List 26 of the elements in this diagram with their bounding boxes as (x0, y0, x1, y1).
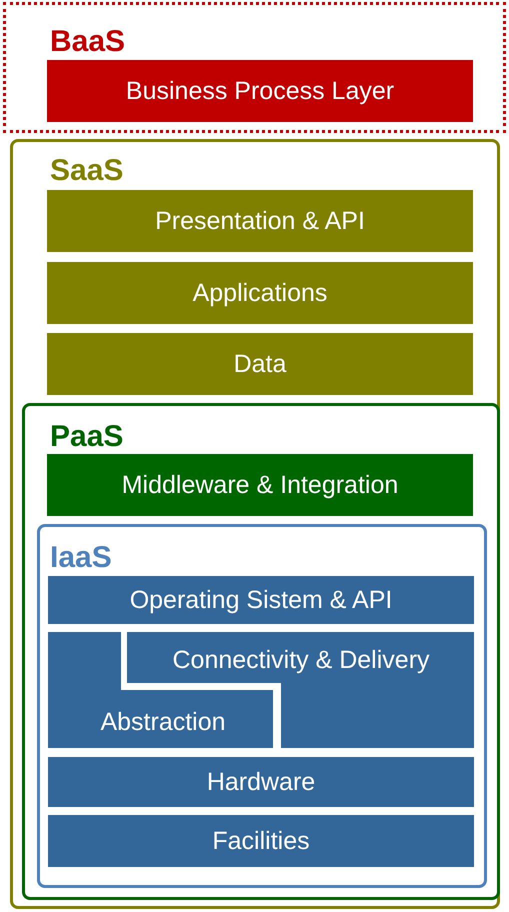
stack-layer (48, 757, 474, 807)
layer-label: Data (234, 349, 286, 379)
stack-layer (47, 454, 473, 516)
layer-title: IaaS (50, 541, 112, 575)
service-layer-frame (10, 139, 500, 909)
service-layer-frame (3, 2, 506, 133)
stack-layer (47, 333, 473, 395)
layer-label: Connectivity & Delivery (172, 645, 430, 675)
layer-title: PaaS (50, 420, 124, 454)
stack-layer (47, 60, 473, 122)
stack-layer (47, 262, 473, 324)
stack-layer (47, 190, 473, 252)
layer-label: Operating Sistem & API (130, 585, 392, 615)
layer-title: SaaS (50, 154, 124, 188)
stack-layer (48, 576, 474, 624)
layer-label: Abstraction (100, 707, 226, 737)
layer-label: Business Process Layer (126, 76, 394, 106)
layer-label: Middleware & Integration (122, 470, 398, 500)
layer-label: Hardware (206, 767, 316, 797)
service-layer-frame (22, 403, 500, 900)
layer-label: Facilities (212, 826, 310, 856)
stack-layer (48, 815, 474, 867)
service-layer-frame (37, 524, 487, 888)
layer-label: Applications (192, 278, 328, 308)
layer-label: Presentation & API (155, 206, 365, 236)
layer-title: BaaS (50, 25, 126, 59)
